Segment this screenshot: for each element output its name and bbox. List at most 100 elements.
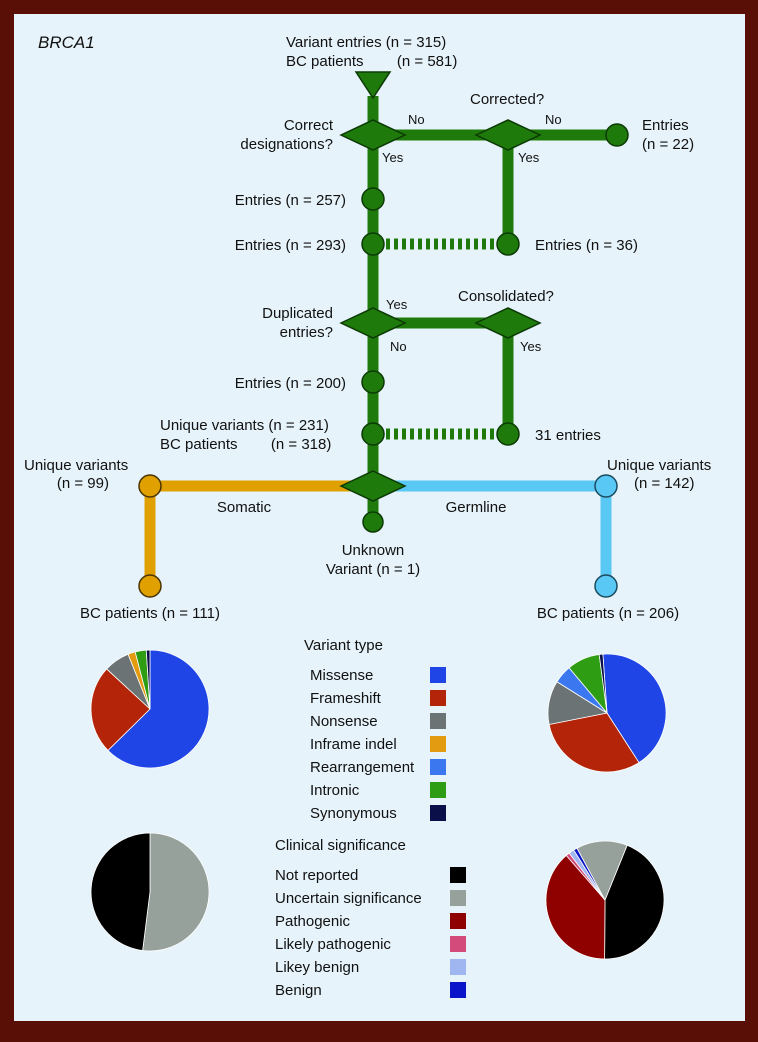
legend-swatch <box>430 736 446 752</box>
legend-swatch <box>430 805 446 821</box>
legend-swatch <box>430 690 446 706</box>
node-germline-patients <box>594 574 618 598</box>
pie-slice-not-reported <box>604 844 665 960</box>
legend-item-label: Rearrangement <box>310 759 415 776</box>
yes-label-1: Yes <box>382 150 404 165</box>
unknown-line2: Variant (n = 1) <box>326 561 420 578</box>
legend-swatch <box>450 867 466 883</box>
node-entries-293 <box>361 232 385 256</box>
legend-clinical-significance: Clinical significance Not reportedUncert… <box>275 837 466 999</box>
legend-item-label: Pathogenic <box>275 913 351 930</box>
pie-slice-frameshift <box>90 668 151 751</box>
somatic-unique-line1: Unique variants <box>24 457 128 474</box>
legend-item-label: Missense <box>310 667 373 684</box>
legend-swatch <box>450 890 466 906</box>
legend-swatch <box>450 913 466 929</box>
germline-unique-line1: Unique variants <box>607 457 711 474</box>
legend-item-label: Benign <box>275 982 322 999</box>
yes-label-4: Yes <box>520 339 542 354</box>
pie-slice-frameshift <box>548 712 640 773</box>
decision-origin-split <box>339 470 407 502</box>
no-label-1: No <box>408 112 425 127</box>
legend-item-label: Inframe indel <box>310 736 397 753</box>
correct-designations-line1: Correct <box>284 117 334 134</box>
pie-somatic-clinical-significance <box>90 832 210 952</box>
legend-item-label: Likey benign <box>275 959 359 976</box>
node-entries-31 <box>496 422 520 446</box>
corrected-label: Corrected? <box>470 91 544 108</box>
bc-318-label: BC patients (n = 318) <box>160 436 331 453</box>
legend-item-label: Intronic <box>310 782 360 799</box>
consolidated-label: Consolidated? <box>458 288 554 305</box>
no-label-2: No <box>545 112 562 127</box>
legend-swatch <box>430 667 446 683</box>
legend-item-label: Frameshift <box>310 690 382 707</box>
unique-231-label: Unique variants (n = 231) <box>160 417 329 434</box>
entries-22-line2: (n = 22) <box>642 136 694 153</box>
node-entries-200 <box>361 370 385 394</box>
legend-item-label: Nonsense <box>310 713 378 730</box>
somatic-path <box>144 480 373 585</box>
legend-swatch <box>450 982 466 998</box>
germline-path <box>373 480 612 585</box>
legend-clinical-title: Clinical significance <box>275 837 406 854</box>
entries-22-line1: Entries <box>642 117 689 134</box>
legend-swatch <box>430 713 446 729</box>
legend-swatch <box>450 959 466 975</box>
entries-36-label: Entries (n = 36) <box>535 237 638 254</box>
correct-designations-line2: designations? <box>240 136 333 153</box>
pie-somatic-variant-type <box>90 649 210 769</box>
top-label-line1: Variant entries (n = 315) <box>286 34 446 51</box>
dashed-merge-lines <box>386 238 496 440</box>
flow-labels: Variant entries (n = 315) BC patients (n… <box>24 34 711 622</box>
pie-germline-clinical-significance <box>545 840 665 960</box>
entries-31-label: 31 entries <box>535 427 601 444</box>
yes-label-3: Yes <box>386 297 408 312</box>
decision-correct-designations <box>339 119 407 151</box>
legend-item-label: Uncertain significance <box>275 890 422 907</box>
node-somatic-patients <box>138 574 162 598</box>
somatic-unique-line2: (n = 99) <box>57 475 109 492</box>
pie-slice-missense <box>107 649 210 769</box>
no-label-3: No <box>390 339 407 354</box>
panel-title: BRCA1 <box>38 33 95 52</box>
legend-swatch <box>430 759 446 775</box>
entries-293-label: Entries (n = 293) <box>235 237 346 254</box>
pie-slice-synonymous <box>598 653 608 714</box>
pie-slice-uncertain-significance <box>576 840 628 901</box>
decision-duplicated <box>339 307 407 339</box>
legend-item-label: Not reported <box>275 867 358 884</box>
legend-variant-title: Variant type <box>304 637 383 654</box>
yes-label-2: Yes <box>518 150 540 165</box>
legend-variant-type: Variant type MissenseFrameshiftNonsenseI… <box>304 637 446 822</box>
node-germline-unique <box>594 474 618 498</box>
somatic-bc-label: BC patients (n = 111) <box>80 605 220 622</box>
pie-slice-not-reported <box>90 832 151 951</box>
germline-unique-line2: (n = 142) <box>634 475 694 492</box>
pie-germline-variant-type <box>547 653 667 773</box>
node-somatic-unique <box>138 474 162 498</box>
legend-item-label: Synonymous <box>310 805 397 822</box>
legend-swatch <box>430 782 446 798</box>
top-label-line2: BC patients (n = 581) <box>286 53 457 70</box>
legend-item-label: Likely pathogenic <box>275 936 391 953</box>
node-entries-257 <box>361 187 385 211</box>
start-triangle-icon <box>354 71 392 100</box>
germline-label: Germline <box>446 499 507 516</box>
node-entries-22 <box>605 123 629 147</box>
germline-bc-label: BC patients (n = 206) <box>537 605 679 622</box>
unknown-line1: Unknown <box>342 542 405 559</box>
duplicated-line2: entries? <box>280 324 333 341</box>
entries-257-label: Entries (n = 257) <box>235 192 346 209</box>
decision-consolidated <box>474 307 542 339</box>
pie-slice-pathogenic <box>545 854 606 960</box>
decision-corrected <box>474 119 542 151</box>
pie-slice-uncertain-significance <box>142 832 210 952</box>
node-unique-231 <box>361 422 385 446</box>
node-entries-36 <box>496 232 520 256</box>
legend-swatch <box>450 936 466 952</box>
node-unknown <box>362 511 384 533</box>
